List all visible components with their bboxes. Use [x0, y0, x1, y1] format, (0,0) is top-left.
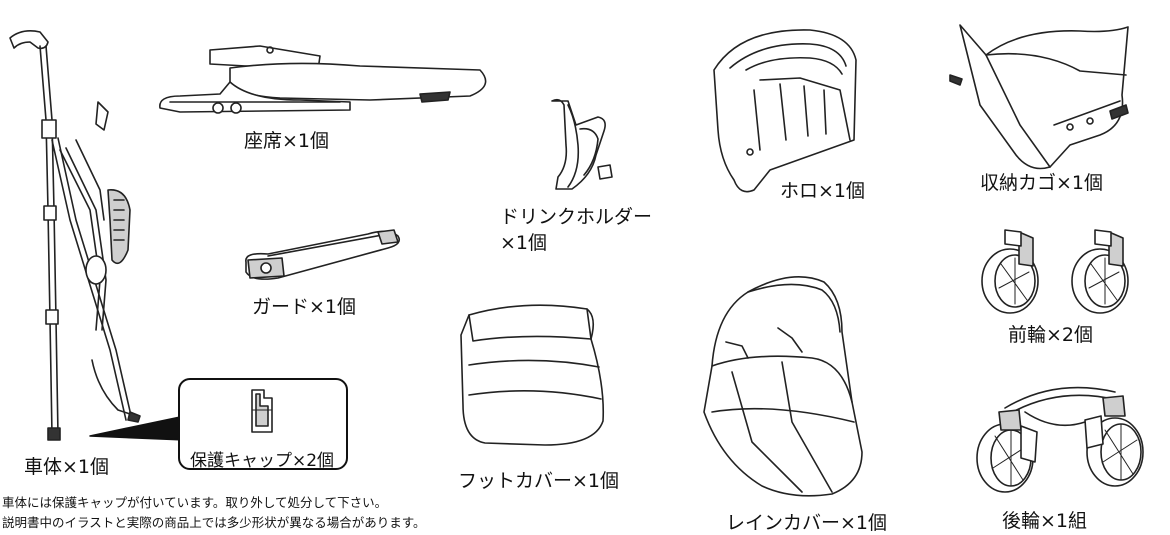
callout-pointer — [89, 415, 186, 441]
drink-holder-label-line2: ×1個 — [500, 232, 548, 254]
protective-cap-label: 保護キャップ×2個 — [190, 451, 335, 471]
rain-cover-illustration — [703, 276, 863, 497]
foot-cover-illustration — [460, 304, 605, 446]
protective-cap-illustration — [251, 389, 273, 433]
canopy-illustration — [713, 29, 857, 193]
storage-basket-label: 収納カゴ×1個 — [980, 172, 1104, 194]
drink-holder-label-line1: ドリンクホルダー — [500, 206, 653, 228]
note-line-1: 車体には保護キャップが付いています。取り外して処分して下さい。 — [2, 495, 388, 510]
front-wheels-illustration — [981, 229, 1129, 314]
rear-wheels-illustration — [976, 386, 1144, 493]
note-line-2: 説明書中のイラストと実際の商品上では多少形状が異なる場合があります。 — [2, 515, 426, 530]
canopy-label: ホロ×1個 — [780, 180, 866, 202]
guard-illustration — [245, 229, 401, 280]
drink-holder-illustration — [551, 98, 613, 190]
seat-label: 座席×1個 — [244, 130, 330, 152]
foot-cover-label: フットカバー×1個 — [458, 470, 620, 492]
guard-label: ガード×1個 — [252, 296, 357, 318]
storage-basket-illustration — [949, 24, 1129, 170]
rain-cover-label: レインカバー×1個 — [726, 512, 888, 534]
body-label: 車体×1個 — [24, 456, 110, 478]
rear-wheels-label: 後輪×1組 — [1002, 510, 1088, 532]
front-wheels-label: 前輪×2個 — [1008, 324, 1094, 346]
stroller-frame-illustration — [9, 30, 141, 441]
seat-illustration — [159, 45, 487, 114]
